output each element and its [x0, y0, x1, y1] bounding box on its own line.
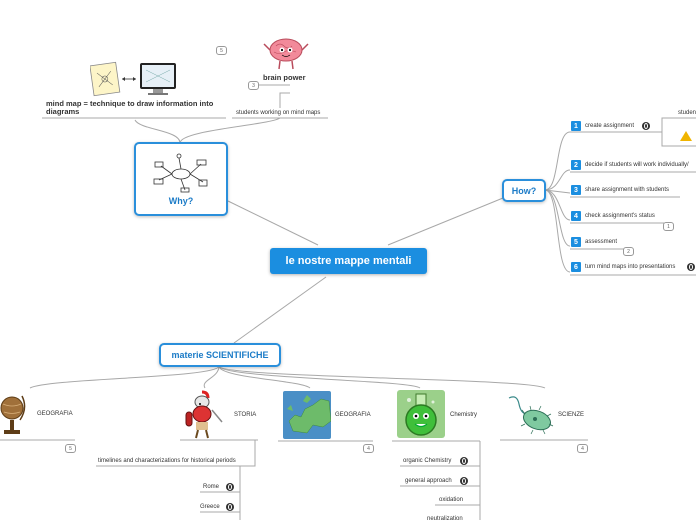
step-6-number: 6 [571, 262, 581, 272]
branch-geografia-2-label[interactable]: GEOGRAFIA [335, 412, 371, 418]
step-4-label[interactable]: check assignment's status [585, 213, 655, 219]
central-topic[interactable]: le nostre mappe mentali [270, 248, 427, 274]
chemistry-general-label[interactable]: general approach [405, 478, 452, 484]
top-count[interactable]: 5 [216, 46, 227, 55]
globe-icon[interactable] [642, 122, 650, 130]
warning-icon [680, 131, 692, 141]
chemistry-organic-label[interactable]: organic Chemistry [403, 458, 452, 464]
mindmap-technique-label[interactable]: mind map = technique to draw information… [46, 99, 214, 116]
step-4-count[interactable]: 1 [663, 222, 674, 231]
brain-power-label[interactable]: brain power [263, 73, 306, 82]
antique-globe-image [0, 390, 28, 438]
step-3-number: 3 [571, 185, 581, 195]
step-5-label[interactable]: assessment [585, 239, 618, 245]
how-label: How? [511, 185, 537, 196]
step-3-label[interactable]: share assignment with students [585, 187, 670, 193]
globe-icon[interactable] [460, 457, 468, 465]
brain-power-count[interactable]: 3 [248, 81, 259, 90]
step-2-label[interactable]: decide if students will work individuall… [585, 162, 689, 168]
storia-timelines-label[interactable]: timelines and characterizations for hist… [98, 458, 236, 464]
globe-icon[interactable] [460, 477, 468, 485]
globe-icon[interactable] [226, 503, 234, 511]
step-1-label[interactable]: create assignment [585, 123, 635, 129]
materie-node[interactable]: materie SCIENTIFICHE [159, 343, 281, 367]
step-4-number: 4 [571, 211, 581, 221]
why-label: Why? [168, 196, 194, 206]
branch-geografia-1-count[interactable]: 5 [65, 444, 76, 453]
branch-geografia-2-count[interactable]: 4 [363, 444, 374, 453]
chemistry-neutralization-label[interactable]: neutralization [427, 516, 463, 522]
roman-soldier-image [182, 390, 224, 440]
step-1-sub-label[interactable]: studen [678, 110, 696, 116]
mindmap-sketch-icon [153, 153, 208, 193]
branch-scienze-label[interactable]: SCIENZE [558, 412, 585, 418]
europe-map-image [283, 391, 331, 439]
step-5-number: 5 [571, 237, 581, 247]
brain-image [262, 36, 310, 72]
microbe-image [505, 392, 555, 438]
storia-rome-label[interactable]: Rome [203, 484, 220, 490]
why-node[interactable]: Why? [134, 142, 228, 216]
step-6-label[interactable]: turn mind maps into presentations [585, 264, 676, 270]
branch-geografia-1-label[interactable]: GEOGRAFIA [37, 411, 73, 417]
storia-greece-label[interactable]: Greece [200, 504, 220, 510]
how-node[interactable]: How? [502, 179, 546, 202]
students-working-label[interactable]: students working on mind maps [236, 110, 321, 116]
branch-storia-label[interactable]: STORIA [234, 412, 257, 418]
step-1-number: 1 [571, 121, 581, 131]
central-topic-label: le nostre mappe mentali [285, 255, 412, 267]
chemistry-flask-image [397, 390, 445, 438]
globe-icon[interactable] [226, 483, 234, 491]
materie-label: materie SCIENTIFICHE [171, 350, 269, 360]
branch-chemistry-label[interactable]: Chemistry [450, 412, 478, 418]
mindmap-image [89, 60, 180, 100]
chemistry-oxidation-label[interactable]: oxidation [439, 497, 464, 503]
step-2-number: 2 [571, 160, 581, 170]
globe-icon[interactable] [687, 263, 695, 271]
branch-scienze-count[interactable]: 4 [577, 444, 588, 453]
step-5-count[interactable]: 2 [623, 247, 634, 256]
